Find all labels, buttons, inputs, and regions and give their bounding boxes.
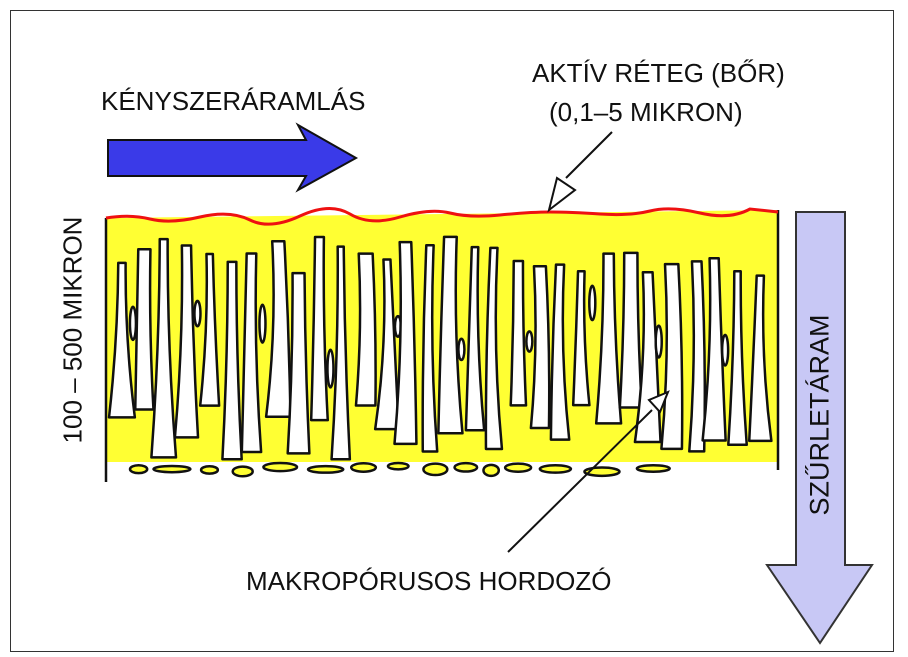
pore-channel [620, 253, 642, 408]
forced-flow-label: KÉNYSZERÁRAMLÁS [101, 86, 365, 117]
pore-void [259, 305, 265, 343]
pore-void [722, 335, 728, 366]
pore-void [526, 331, 532, 351]
support-fragment [130, 465, 147, 473]
pore-void [656, 326, 662, 358]
support-thickness-label: 100 – 500 MIKRON [58, 217, 89, 444]
pore-void [327, 350, 333, 388]
pore-void [589, 286, 595, 320]
active-layer-pointer [549, 132, 612, 210]
support-fragment [505, 464, 531, 472]
support-fragment [455, 463, 478, 471]
macroporous-support [106, 210, 778, 482]
support-fragment [351, 463, 376, 471]
macroporous-support-label: MAKROPÓRUSOS HORDOZÓ [246, 566, 611, 597]
active-layer-label: AKTÍV RÉTEG (BŐR) [532, 58, 785, 89]
flow-arrow-icon [108, 125, 356, 190]
support-fragment [540, 465, 571, 472]
pore-channel [356, 254, 376, 406]
support-fragment [637, 465, 670, 472]
pore-channel [135, 249, 153, 409]
pore-void [458, 339, 464, 360]
support-fragment [201, 466, 218, 473]
support-fragment [483, 465, 498, 476]
support-fragment [153, 466, 190, 472]
filtrate-flow-label: SZŰRLETÁRAM [805, 314, 836, 515]
pore-void [194, 301, 200, 326]
support-fragment [233, 467, 253, 477]
support-fragment [423, 464, 447, 475]
support-fragment [388, 463, 409, 469]
support-fragment [263, 463, 297, 471]
active-layer-thickness-label: (0,1–5 MIKRON) [549, 97, 743, 128]
support-fragment [308, 466, 343, 473]
pore-void [130, 307, 136, 340]
pore-channel [511, 261, 526, 405]
